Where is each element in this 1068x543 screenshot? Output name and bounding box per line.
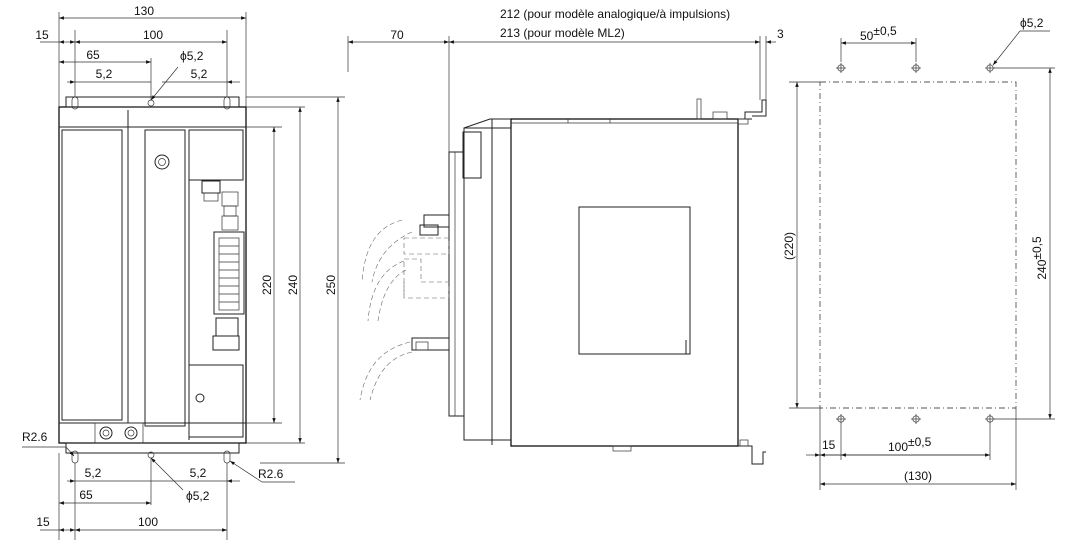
dim-52-left-bottom: 5,2 (85, 466, 102, 480)
cable-1 (361, 219, 403, 283)
side-label-plate (578, 206, 691, 355)
side-view: 70 212 (pour modèle analogique/à impulsi… (347, 7, 784, 465)
dim-hole-diameter-top: ϕ5,2 (180, 49, 204, 63)
dim-radius-right: R2.6 (258, 467, 284, 481)
dim-left-offset-bottom: 15 (36, 515, 50, 529)
heatsink-panel (61, 129, 123, 421)
front-cover-profile (463, 127, 512, 441)
dim-radius-left: R2.6 (22, 430, 48, 444)
ground-screw (195, 393, 205, 403)
drive-body-outline (58, 106, 247, 444)
usb-connector (215, 317, 239, 337)
dim-hole-diameter-bottom: ϕ5,2 (186, 489, 210, 503)
top-connector (201, 180, 221, 194)
dim-65-top: 65 (86, 48, 100, 62)
terminal-screw-1 (99, 426, 113, 440)
connector-stub-2 (419, 224, 439, 236)
terminal-screw-2 (124, 426, 138, 440)
dim-height-250: 250 (324, 275, 338, 295)
cutout-mounting-holes (836, 63, 995, 424)
dim-cutout-pitch-bottom: 100±0,5 (888, 435, 932, 454)
lower-connector (212, 335, 240, 351)
front-view: 130 15 100 65 5,2 5,2 ϕ5,2 220 240 250 R… (22, 4, 345, 540)
io-connector (213, 231, 245, 315)
dim-52-left-top: 5,2 (96, 67, 113, 81)
top-center-hole (147, 99, 155, 107)
dim-cable-clearance: 70 (390, 28, 404, 42)
bottom-rear-bracket (738, 445, 766, 465)
side-body-outline (510, 118, 739, 447)
top-rear-bracket (744, 99, 767, 119)
io-connector-pins (219, 245, 239, 303)
center-module (144, 129, 186, 427)
bottom-mounting-flange (65, 442, 240, 454)
dim-cutout-height-ref: (220) (782, 232, 796, 260)
dim-hole-pitch-bottom: 100 (138, 515, 158, 529)
dim-65-bottom: 65 (79, 488, 93, 502)
dim-height-220: 220 (260, 275, 274, 295)
front-bezel-strip (448, 151, 465, 417)
dim-depth-ml2: 213 (pour modèle ML2) (500, 26, 625, 40)
dim-cutout-pitch-top: 50±0,5 (860, 24, 897, 43)
panel-cutout-view: 50±0,5 ϕ5,2 (220) 240±0,5 15 100±0,5 (13… (782, 16, 1055, 490)
status-indicator (154, 154, 170, 170)
cable-3 (359, 341, 411, 401)
dim-52-right-bottom: 5,2 (190, 466, 207, 480)
dim-left-offset-top: 15 (35, 28, 49, 42)
dim-rear-3: 3 (777, 27, 784, 41)
connector-stub-3 (411, 337, 450, 351)
dim-52-right-top: 5,2 (191, 67, 208, 81)
dim-height-240: 240 (286, 275, 300, 295)
plug-outline-dashed (403, 237, 450, 255)
bezel-top-tab (462, 131, 482, 179)
dim-cutout-width-ref: (130) (904, 469, 932, 483)
cable-2 (367, 260, 405, 322)
connector-stub-1 (423, 214, 450, 228)
dim-hole-pitch-top: 100 (143, 28, 163, 42)
dim-overall-width: 130 (134, 4, 154, 18)
right-module (188, 129, 244, 181)
dim-cutout-hole-diameter: ϕ5,2 (1020, 16, 1044, 30)
dim-depth-analog: 212 (pour modèle analogique/à impulsions… (500, 7, 730, 21)
dim-cutout-offset-15: 15 (822, 438, 836, 452)
cutout-outline-dashed (819, 81, 1017, 409)
dim-cutout-height-240: 240±0,5 (1030, 236, 1049, 280)
